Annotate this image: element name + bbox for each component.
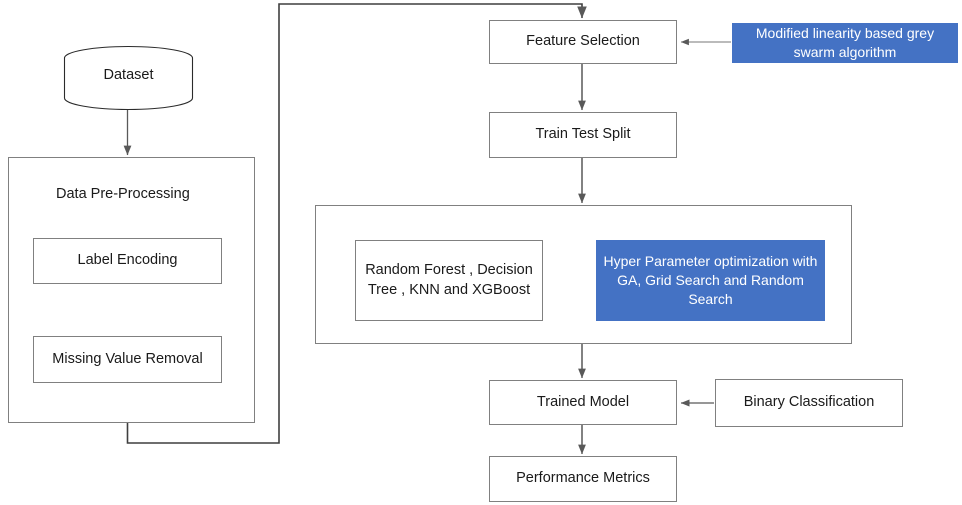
trained-model-label: Trained Model: [536, 393, 630, 410]
database-icon: [63, 45, 194, 111]
hyperparameter-note[interactable]: Hyper Parameter optimization with GA, Gr…: [596, 240, 825, 321]
feature-selection-label: Feature Selection: [526, 33, 640, 50]
label-encoding-label: Label Encoding: [77, 252, 178, 269]
train-test-split-label: Train Test Split: [535, 126, 631, 143]
dataset-label: Dataset: [103, 67, 154, 83]
missing-value-removal-node[interactable]: Missing Value Removal: [33, 336, 222, 383]
feature-selection-note-label: Modified linearity based grey swarm algo…: [755, 25, 935, 60]
classifiers-label: Random Forest , Decision Tree , KNN and …: [365, 261, 533, 298]
binary-classification-node[interactable]: Binary Classification: [715, 379, 903, 427]
missing-value-removal-label: Missing Value Removal: [52, 350, 203, 367]
label-encoding-node[interactable]: Label Encoding: [33, 238, 222, 284]
train-test-split-node[interactable]: Train Test Split: [489, 112, 677, 158]
feature-selection-note[interactable]: Modified linearity based grey swarm algo…: [732, 23, 958, 63]
dataset-node[interactable]: Dataset: [62, 45, 195, 111]
classifiers-node[interactable]: Random Forest , Decision Tree , KNN and …: [355, 240, 543, 321]
hyperparameter-note-label: Hyper Parameter optimization with GA, Gr…: [603, 253, 818, 307]
data-preprocessing-title: Data Pre-Processing: [56, 186, 190, 202]
performance-metrics-label: Performance Metrics: [516, 470, 650, 487]
performance-metrics-node[interactable]: Performance Metrics: [489, 456, 677, 502]
trained-model-node[interactable]: Trained Model: [489, 380, 677, 425]
binary-classification-label: Binary Classification: [743, 394, 875, 411]
feature-selection-node[interactable]: Feature Selection: [489, 20, 677, 64]
